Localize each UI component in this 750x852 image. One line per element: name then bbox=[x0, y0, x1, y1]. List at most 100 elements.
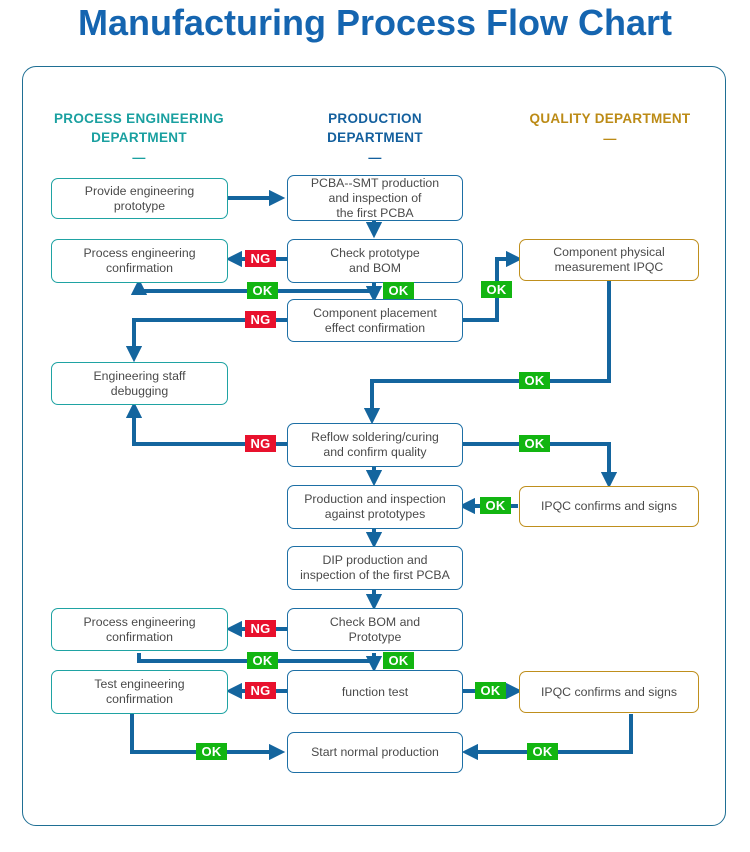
wire-ipqc-measure-ok-to-reflow bbox=[363, 281, 611, 425]
node-line: DIP production and bbox=[322, 553, 428, 567]
node-line: and inspection of bbox=[328, 190, 422, 205]
node-line: and BOM bbox=[349, 261, 401, 275]
node-line: Component placement bbox=[313, 305, 437, 320]
node-line: confirmation bbox=[106, 692, 173, 706]
node-check-prototype-and-bom[interactable]: Check prototype and BOM bbox=[287, 239, 463, 283]
badge-ng-function-test: NG bbox=[245, 682, 276, 699]
node-label: Start normal production bbox=[311, 745, 439, 760]
node-reflow-soldering-curing[interactable]: Reflow soldering/curing and confirm qual… bbox=[287, 423, 463, 467]
node-process-engineering-confirmation-2[interactable]: Process engineering confirmation bbox=[51, 608, 228, 651]
wire-reflow-ng-to-debug bbox=[125, 401, 287, 446]
column-header-line1: QUALITY bbox=[529, 111, 591, 126]
node-dip-production[interactable]: DIP production and inspection of the fir… bbox=[287, 546, 463, 590]
node-line: confirmation bbox=[106, 629, 173, 644]
badge-ok-placement-right: OK bbox=[481, 281, 512, 298]
node-production-and-inspection[interactable]: Production and inspection against protot… bbox=[287, 485, 463, 529]
wire-reflow-ok-to-ipqc-signs-1 bbox=[463, 442, 618, 489]
badge-ng-component-placement: NG bbox=[245, 311, 276, 328]
node-line: debugging bbox=[110, 383, 169, 398]
node-function-test[interactable]: function test bbox=[287, 670, 463, 714]
node-label: IPQC confirms and signs bbox=[541, 499, 677, 514]
node-provide-engineering-prototype[interactable]: Provide engineering prototype bbox=[51, 178, 228, 219]
wire-ipqc-signs-2-ok bbox=[461, 714, 633, 761]
node-line: against prototypes bbox=[324, 507, 426, 521]
column-header-dash: — bbox=[132, 150, 146, 165]
node-line: effect confirmation bbox=[324, 320, 426, 335]
node-line: Prototype bbox=[348, 629, 402, 644]
badge-ok-check-bom-down: OK bbox=[383, 652, 414, 669]
node-label: Process engineering confirmation bbox=[83, 246, 195, 276]
node-line: the first PCBA bbox=[336, 205, 414, 220]
node-line: Start normal production bbox=[311, 745, 439, 759]
node-label: Component physical measurement IPQC bbox=[553, 245, 664, 275]
badge-ok-ipqc-signs-2: OK bbox=[527, 743, 558, 760]
node-label: Reflow soldering/curing and confirm qual… bbox=[311, 430, 439, 460]
node-label: Check prototype and BOM bbox=[330, 246, 420, 276]
column-header-dash: — bbox=[603, 131, 617, 146]
node-line: Check BOM and bbox=[329, 614, 421, 629]
node-line: Process engineering bbox=[83, 614, 196, 629]
node-line: inspection of the first PCBA bbox=[300, 568, 450, 582]
column-header-line1: PRODUCTION bbox=[328, 111, 422, 126]
column-header-production: PRODUCTION DEPARTMENT — bbox=[284, 109, 466, 165]
node-line: confirmation bbox=[106, 261, 173, 275]
column-header-line2: DEPARTMENT bbox=[91, 130, 187, 145]
column-header-dash: — bbox=[368, 150, 382, 165]
column-header-line2: DEPARTMENT bbox=[594, 111, 691, 126]
column-header-line2: DEPARTMENT bbox=[327, 130, 423, 145]
node-check-bom-and-prototype[interactable]: Check BOM and Prototype bbox=[287, 608, 463, 651]
node-label: DIP production and inspection of the fir… bbox=[300, 553, 450, 583]
node-line: function test bbox=[341, 684, 409, 699]
node-process-engineering-confirmation-1[interactable]: Process engineering confirmation bbox=[51, 239, 228, 283]
node-line: IPQC confirms and signs bbox=[541, 684, 677, 699]
node-line: Engineering staff bbox=[93, 368, 186, 383]
badge-ng-check-bom: NG bbox=[245, 620, 276, 637]
node-ipqc-confirms-and-signs-2[interactable]: IPQC confirms and signs bbox=[519, 671, 699, 713]
column-header-process-engineering: PROCESS ENGINEERING DEPARTMENT — bbox=[48, 109, 230, 165]
badge-ok-reflow-right: OK bbox=[519, 435, 550, 452]
badge-ok-check-bom-left: OK bbox=[247, 652, 278, 669]
node-label: Production and inspection against protot… bbox=[304, 492, 446, 522]
wire-process-conf-2-ok bbox=[137, 653, 374, 663]
badge-ok-function-test-right: OK bbox=[475, 682, 506, 699]
node-line: PCBA--SMT production bbox=[310, 175, 440, 190]
node-test-engineering-confirmation[interactable]: Test engineering confirmation bbox=[51, 670, 228, 714]
node-engineering-staff-debugging[interactable]: Engineering staff debugging bbox=[51, 362, 228, 405]
node-line: Component physical bbox=[553, 245, 665, 259]
node-line: and confirm quality bbox=[323, 445, 427, 459]
node-label: Test engineering confirmation bbox=[94, 677, 184, 707]
node-label: Provide engineering prototype bbox=[85, 184, 194, 214]
node-pcba-smt-production[interactable]: PCBA--SMT production and inspection of t… bbox=[287, 175, 463, 221]
node-label: PCBA--SMT production and inspection of t… bbox=[311, 176, 439, 221]
node-line: Test engineering bbox=[94, 677, 185, 691]
badge-ok-check-prototype-down: OK bbox=[383, 282, 414, 299]
node-line: Check prototype bbox=[330, 246, 420, 260]
node-line: Production and inspection bbox=[304, 492, 446, 506]
node-start-normal-production[interactable]: Start normal production bbox=[287, 732, 463, 773]
wire-test-eng-conf-ok bbox=[130, 714, 286, 761]
column-header-line1: PROCESS ENGINEERING bbox=[54, 111, 224, 126]
node-ipqc-confirms-and-signs-1[interactable]: IPQC confirms and signs bbox=[519, 486, 699, 527]
node-label: Process engineering confirmation bbox=[83, 615, 195, 645]
column-header-quality: QUALITY DEPARTMENT — bbox=[519, 109, 701, 146]
badge-ng-reflow: NG bbox=[245, 435, 276, 452]
node-line: Reflow soldering/curing bbox=[311, 430, 439, 444]
node-line: Provide engineering bbox=[84, 183, 195, 198]
node-component-placement-effect-confirmation[interactable]: Component placement effect confirmation bbox=[287, 299, 463, 342]
node-label: IPQC confirms and signs bbox=[541, 685, 677, 700]
node-component-physical-measurement-ipqc[interactable]: Component physical measurement IPQC bbox=[519, 239, 699, 281]
badge-ok-test-eng-conf: OK bbox=[196, 743, 227, 760]
badge-ok-ipqc-measure-down: OK bbox=[519, 372, 550, 389]
wire-ok-to-process-conf-1 bbox=[130, 278, 374, 296]
node-label: Component placement effect confirmation bbox=[313, 306, 437, 336]
node-label: Check BOM and Prototype bbox=[330, 615, 420, 645]
node-line: prototype bbox=[113, 198, 166, 213]
node-label: function test bbox=[342, 685, 408, 700]
badge-ok-ipqc-signs-1: OK bbox=[480, 497, 511, 514]
badge-ok-check-prototype-left: OK bbox=[247, 282, 278, 299]
node-line: IPQC confirms and signs bbox=[541, 499, 677, 513]
wire-placement-ng-to-debug bbox=[125, 318, 287, 363]
node-label: Engineering staff debugging bbox=[93, 369, 185, 399]
node-line: Process engineering bbox=[83, 246, 196, 260]
